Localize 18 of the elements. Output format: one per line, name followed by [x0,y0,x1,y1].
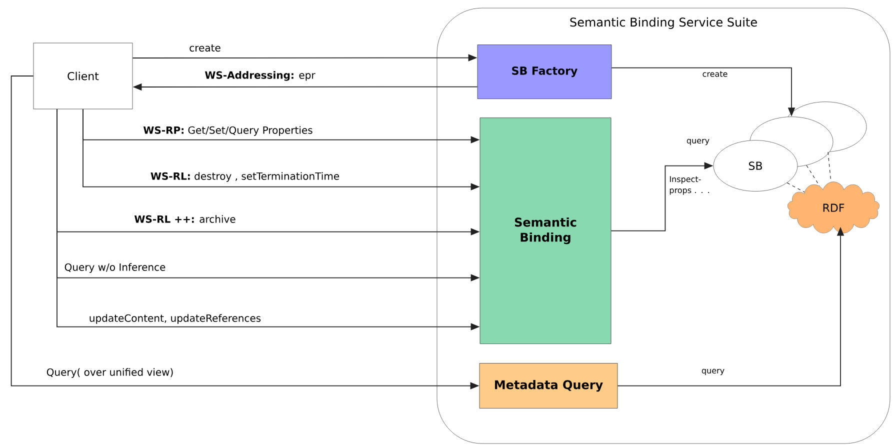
edge-label: updateContent, updateReferences [88,313,262,325]
rdf-cloud: RDF [788,182,880,234]
edge-label: Query w/o Inference [63,262,167,274]
dashed-line [828,152,832,182]
edge-label: Query( over unified view) [45,367,175,379]
edge-label: create [701,70,729,78]
edge-label: WS-RP: Get/Set/Query Properties [142,125,314,137]
query-box: Metadata Query [479,363,618,408]
dashed-line [786,182,805,192]
edge-label: create [188,43,222,53]
binding-box: Semantic Binding [480,118,612,344]
edge-label: WS-Addressing: epr [204,70,316,82]
edge-label: WS-RL: destroy , setTerminationTime [149,171,341,183]
dashed-line [806,165,820,186]
factory-box: SB Factory [477,44,612,99]
note-label: Inspect- props . . . [670,176,709,195]
edge-label: WS-RL ++: archive [133,214,237,224]
client-box: Client [33,42,133,110]
